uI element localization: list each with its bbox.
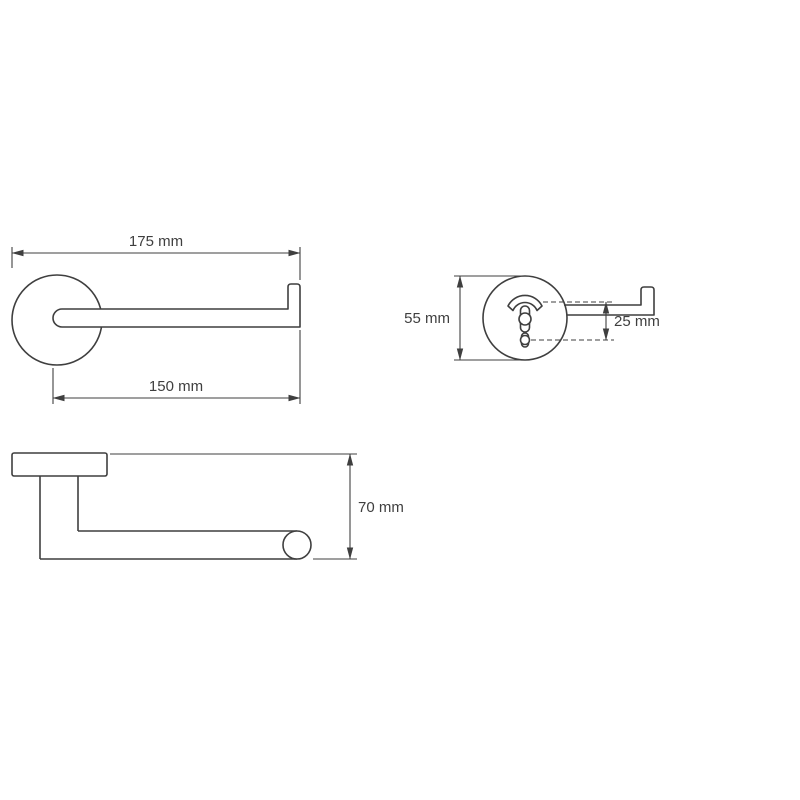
screw-slot-arc — [507, 294, 543, 312]
keyhole-circle — [518, 312, 532, 326]
holder-bar-edge — [564, 286, 655, 316]
dim-label-hole-spacing: 25 mm — [614, 313, 660, 330]
wall-plate-circle — [482, 275, 568, 361]
dim-label-plate-diameter: 55 mm — [404, 310, 450, 327]
top-view: 70 mm — [11, 452, 404, 560]
dim-label-bar-length: 150 mm — [149, 378, 203, 395]
front-view: 175 mm 150 mm — [11, 233, 301, 404]
dim-label-depth: 70 mm — [358, 499, 404, 516]
mounting-view: 55 mm 25 mm — [404, 275, 660, 361]
holder-bar — [52, 283, 301, 328]
bar-tip-circle — [282, 530, 312, 560]
wall-plate-edge — [11, 452, 108, 477]
screw-hole-bottom — [519, 334, 531, 346]
dim-label-total-length: 175 mm — [129, 233, 183, 250]
